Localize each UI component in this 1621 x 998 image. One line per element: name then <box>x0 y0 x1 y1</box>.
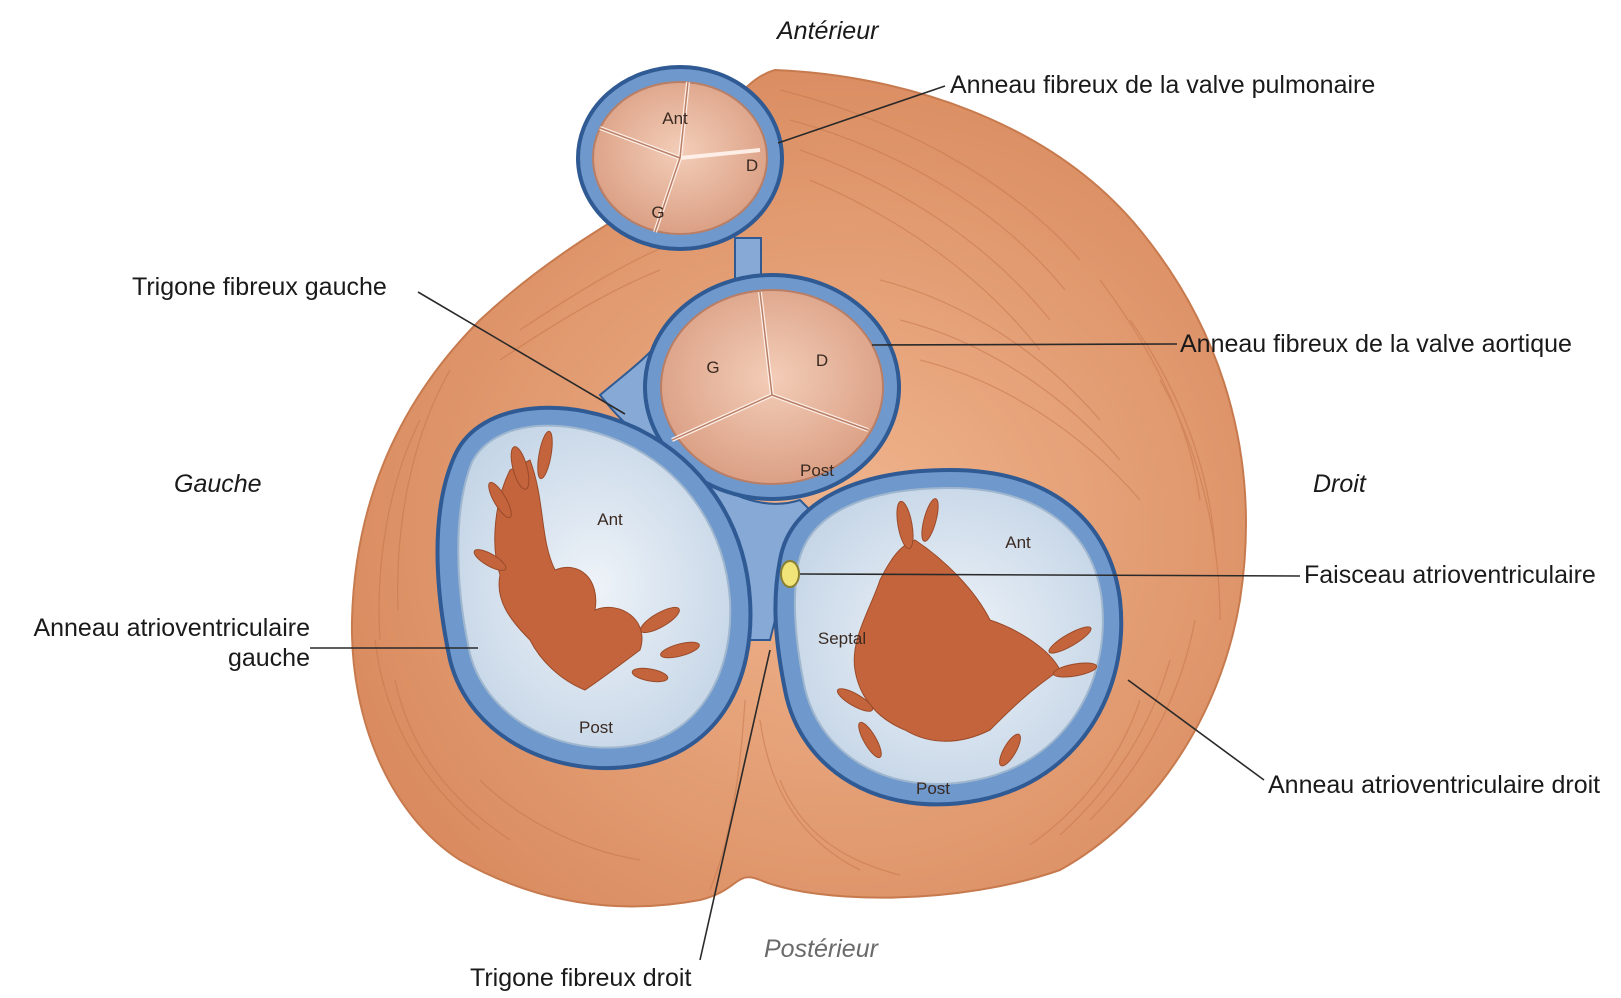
pulmonary-cusp-left: G <box>651 203 664 222</box>
left-av-ring-label: Anneau atrioventriculaire gauche <box>16 613 310 673</box>
left-side-label: Gauche <box>174 470 262 499</box>
aortic-ring-label: Anneau fibreux de la valve aortique <box>1180 329 1572 359</box>
right-av-ring-label: Anneau atrioventriculaire droit <box>1268 770 1600 800</box>
left-av-ring-label-line2: gauche <box>16 643 310 673</box>
left-av-ring-label-line1: Anneau atrioventriculaire <box>16 613 310 643</box>
leader-aortic-ring <box>872 344 1177 345</box>
mitral-cusp-post: Post <box>579 718 613 737</box>
tricuspid-cusp-septal: Septal <box>818 629 866 648</box>
pulmonary-cusp-ant: Ant <box>662 109 688 128</box>
right-side-label: Droit <box>1313 470 1366 499</box>
av-bundle-label: Faisceau atrioventriculaire <box>1304 560 1596 590</box>
aortic-cusp-left: G <box>706 358 719 377</box>
aortic-cusp-post: Post <box>800 461 834 480</box>
pulmonary-cusp-right: D <box>746 156 758 175</box>
posterior-label: Postérieur <box>764 935 878 964</box>
tricuspid-cusp-ant: Ant <box>1005 533 1031 552</box>
tricuspid-cusp-post: Post <box>916 779 950 798</box>
anterior-label: Antérieur <box>777 17 878 46</box>
av-bundle-marker <box>781 561 799 587</box>
mitral-cusp-ant: Ant <box>597 510 623 529</box>
left-trigone-label: Trigone fibreux gauche <box>132 272 387 302</box>
right-trigone-label: Trigone fibreux droit <box>470 963 691 993</box>
aortic-cusp-right: D <box>816 351 828 370</box>
pulmonary-ring-label: Anneau fibreux de la valve pulmonaire <box>950 70 1375 100</box>
